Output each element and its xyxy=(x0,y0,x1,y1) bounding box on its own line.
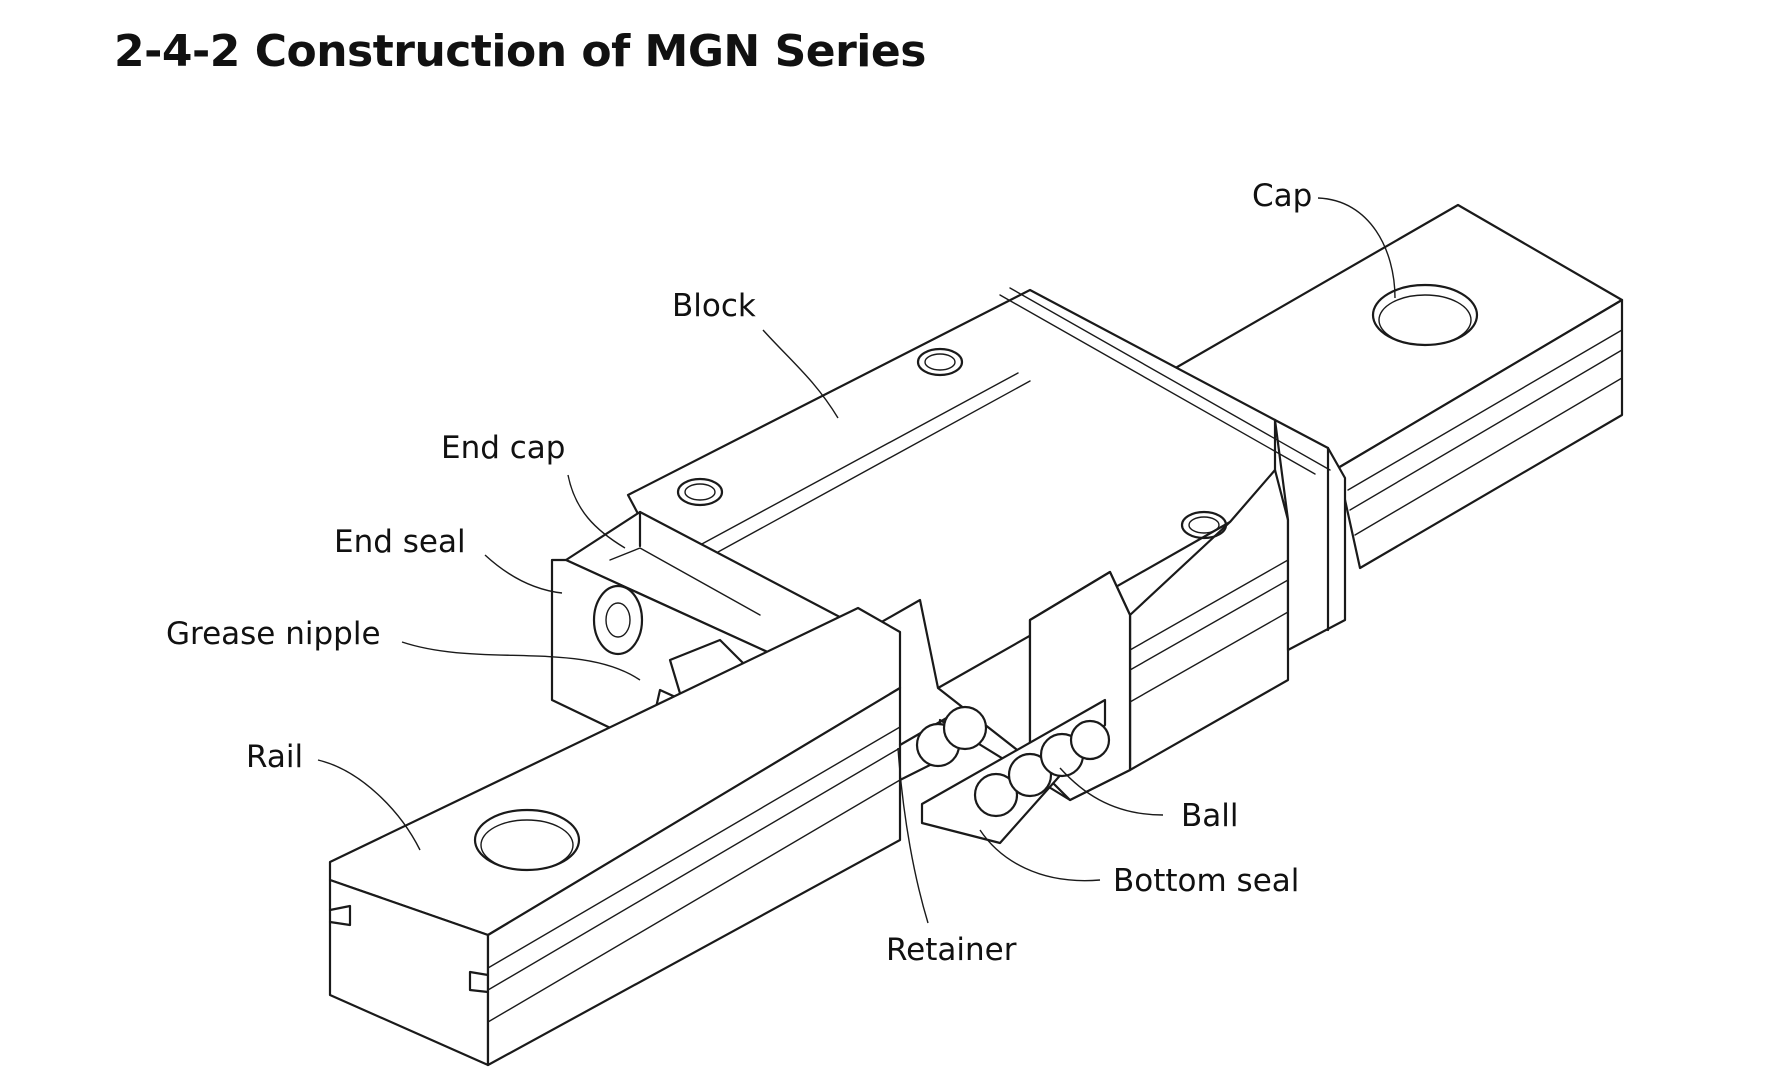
label-end-cap: End cap xyxy=(441,430,565,466)
leader-rail xyxy=(317,759,421,851)
label-end-seal: End seal xyxy=(334,524,466,560)
leader-end-seal xyxy=(484,554,563,594)
block-hole-3 xyxy=(1180,510,1228,540)
label-retainer: Retainer xyxy=(886,932,1017,968)
leader-block xyxy=(762,329,839,419)
label-bottom-seal: Bottom seal xyxy=(1113,863,1299,899)
rail-front xyxy=(328,606,902,1067)
label-grease-nipple: Grease nipple xyxy=(166,616,381,652)
ball-area xyxy=(898,698,1111,845)
leader-retainer xyxy=(897,747,929,924)
leader-end-cap xyxy=(567,474,626,549)
rail-back xyxy=(1170,203,1624,570)
leader-ball xyxy=(1059,767,1164,816)
label-ball: Ball xyxy=(1181,798,1239,834)
block-hole-2 xyxy=(676,477,724,507)
label-rail: Rail xyxy=(246,739,303,775)
block-hole-1 xyxy=(916,347,964,377)
leader-bottom-seal xyxy=(979,829,1101,882)
leader-cap xyxy=(1317,197,1396,299)
label-block: Block xyxy=(672,288,756,324)
leader-grease-nipple xyxy=(401,641,641,681)
label-cap: Cap xyxy=(1252,178,1312,214)
page-title: 2-4-2 Construction of MGN Series xyxy=(114,26,926,77)
